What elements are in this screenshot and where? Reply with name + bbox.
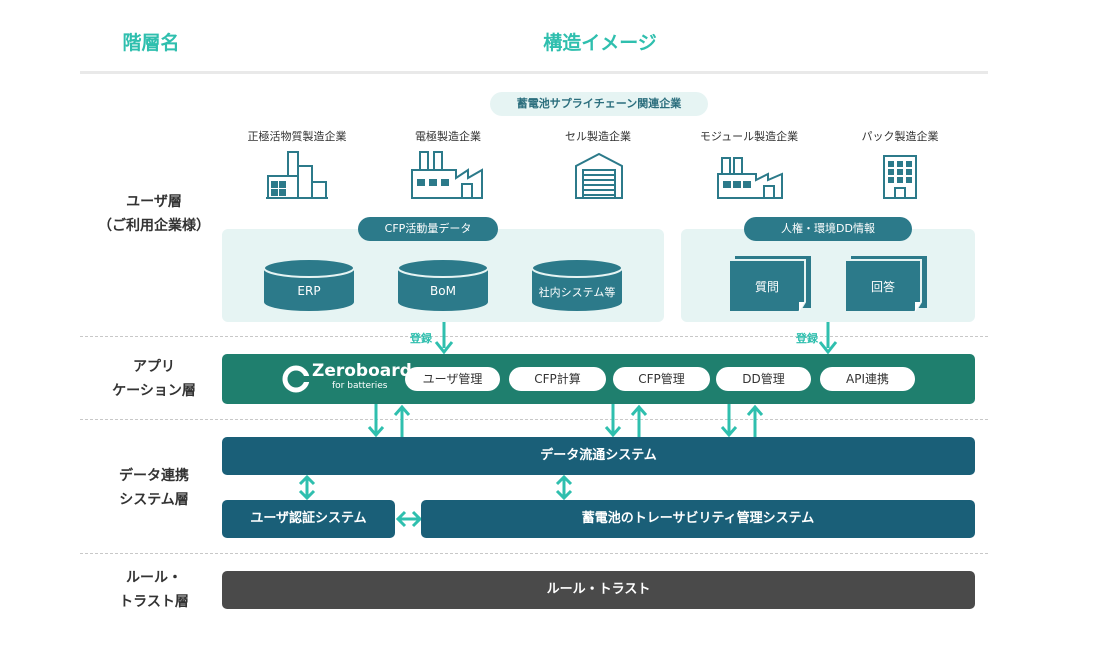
- header-layer-name: 階層名: [122, 32, 180, 54]
- divider-user-app: [80, 336, 988, 337]
- module-api: API連携: [820, 367, 915, 391]
- double-arrow-auth: [298, 475, 316, 500]
- layer-label-user: ユーザ層 （ご利用企業様）: [84, 190, 224, 238]
- company-module: モジュール製造企業: [699, 130, 799, 143]
- zeroboard-sub: for batteries: [332, 381, 388, 391]
- zeroboard-brand: Zeroboard: [312, 361, 412, 381]
- user-auth-system: ユーザ認証システム: [222, 500, 395, 538]
- layer-app-line2: ケーション層: [112, 383, 196, 399]
- arrow-pair-1: [366, 404, 412, 438]
- header-divider: [80, 71, 988, 74]
- register-label-right: 登録: [796, 332, 818, 345]
- db-bom: BoM: [397, 258, 489, 312]
- db-internal: 社内システム等: [531, 258, 623, 312]
- doc-question: 質問: [729, 256, 813, 314]
- company-cell: セル製造企業: [565, 130, 631, 143]
- zeroboard-logo-icon: [282, 365, 310, 393]
- module-cfp-calc: CFP計算: [509, 367, 606, 391]
- factory-icon-electrode: [410, 150, 484, 200]
- layer-rule-line1: ルール・: [126, 570, 182, 586]
- layer-user-line2: （ご利用企業様）: [98, 218, 210, 234]
- rule-trust-bar: ルール・トラスト: [222, 571, 975, 609]
- db-internal-label: 社内システム等: [538, 286, 616, 299]
- header-structure-image: 構造イメージ: [543, 32, 657, 54]
- building-icon-pack: [880, 154, 920, 200]
- db-erp: ERP: [263, 258, 355, 312]
- factory-icon-module: [716, 156, 784, 200]
- layer-label-data: データ連携 システム層: [84, 464, 224, 512]
- traceability-system: 蓄電池のトレーサビリティ管理システム: [421, 500, 975, 538]
- dd-panel: [681, 229, 975, 322]
- cfp-panel-title: CFP活動量データ: [358, 217, 498, 241]
- layer-label-rule: ルール・ トラスト層: [84, 566, 224, 614]
- db-erp-label: ERP: [297, 284, 321, 298]
- company-pack: パック製造企業: [861, 130, 939, 143]
- layer-label-app: アプリ ケーション層: [84, 355, 224, 403]
- arrow-down-register-left: [434, 322, 454, 354]
- doc-question-label: 質問: [754, 280, 779, 294]
- arrow-pair-3: [719, 404, 765, 438]
- company-electrode: 電極製造企業: [415, 130, 481, 143]
- arrow-down-register-right: [818, 322, 838, 354]
- double-arrow-trace: [555, 475, 573, 500]
- module-user-management: ユーザ管理: [405, 367, 500, 391]
- doc-answer: 回答: [845, 256, 929, 314]
- arrow-pair-2: [603, 404, 649, 438]
- supply-chain-label: 蓄電池サプライチェーン関連企業: [490, 92, 708, 116]
- layer-data-line2: システム層: [119, 492, 189, 508]
- register-label-left: 登録: [410, 332, 432, 345]
- layer-app-line1: アプリ: [133, 359, 175, 375]
- factory-icon-cathode: [266, 148, 328, 200]
- company-cathode: 正極活物質製造企業: [247, 130, 347, 143]
- layer-data-line1: データ連携: [119, 468, 189, 484]
- doc-answer-label: 回答: [870, 280, 895, 294]
- divider-data-rule: [80, 553, 988, 554]
- module-cfp-management: CFP管理: [613, 367, 710, 391]
- warehouse-icon-cell: [574, 152, 624, 200]
- module-dd-management: DD管理: [716, 367, 811, 391]
- data-flow-system: データ流通システム: [222, 437, 975, 475]
- double-arrow-horizontal: [396, 509, 422, 529]
- dd-panel-title: 人権・環境DD情報: [744, 217, 912, 241]
- db-bom-label: BoM: [430, 284, 456, 298]
- layer-rule-line2: トラスト層: [119, 594, 189, 610]
- divider-app-data: [80, 419, 988, 420]
- layer-user-line1: ユーザ層: [126, 194, 182, 210]
